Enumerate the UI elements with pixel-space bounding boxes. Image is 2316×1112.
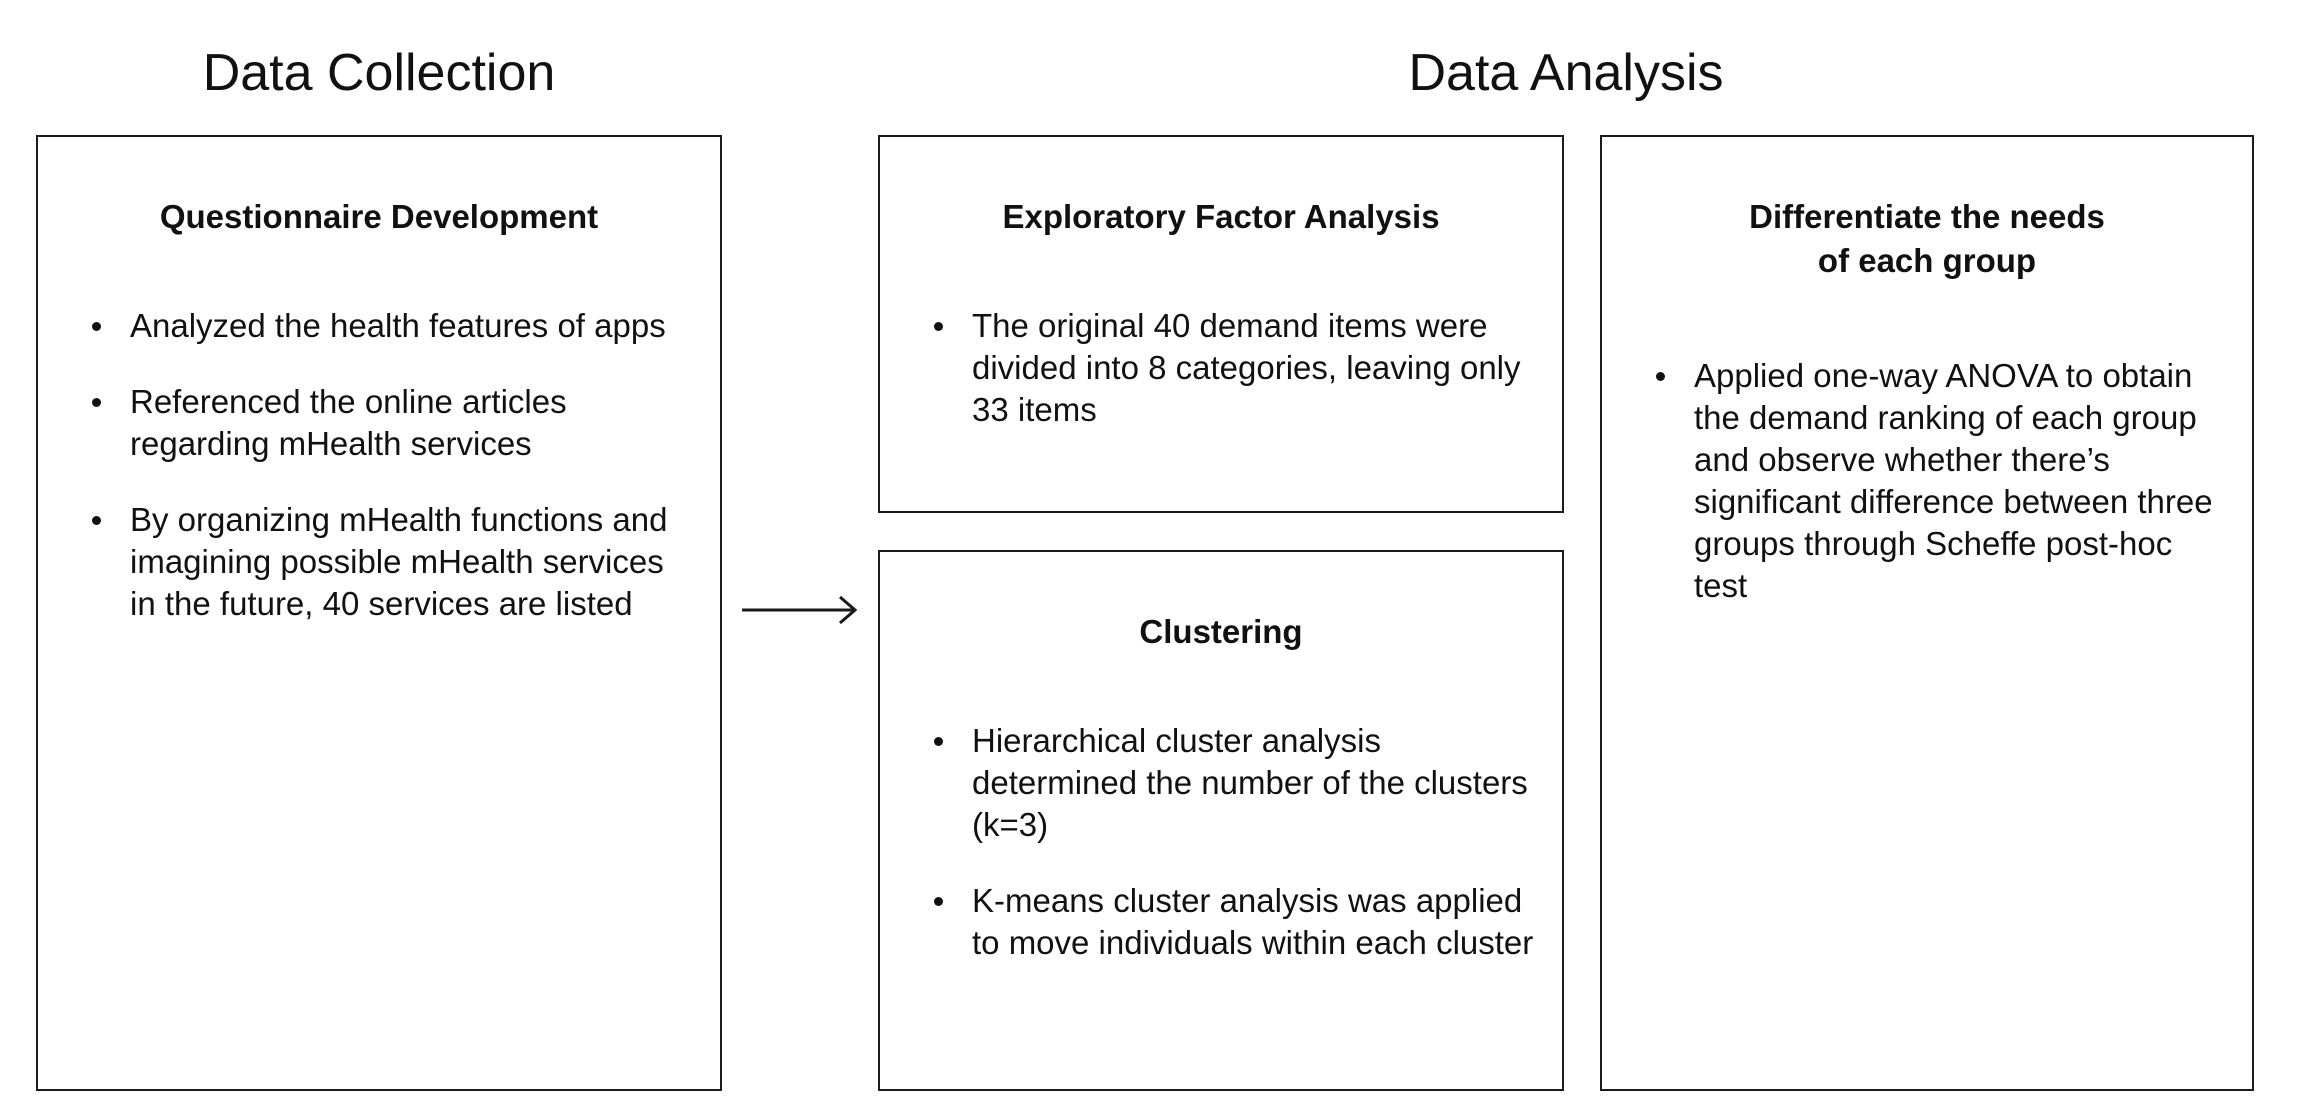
questionnaire-bullet: Analyzed the health features of apps [92,305,692,347]
efa-bullet: The original 40 demand items were divide… [934,305,1534,431]
data-analysis-heading: Data Analysis [1408,44,1724,102]
questionnaire-development-title: Questionnaire Development [159,198,599,235]
differentiate-bullet: Applied one-way ANOVA to obtain the dema… [1656,355,2226,607]
flow-arrow-icon [742,595,858,625]
clustering-box: Clustering Hierarchical cluster analysis… [878,550,1564,1091]
clustering-title: Clustering [1139,613,1303,650]
data-collection-heading: Data Collection [202,44,556,102]
questionnaire-bullet-list: Analyzed the health features of apps Ref… [92,305,692,659]
clustering-bullet: K-means cluster analysis was applied to … [934,880,1534,964]
efa-bullet-list: The original 40 demand items were divide… [934,305,1534,465]
exploratory-factor-analysis-box: Exploratory Factor Analysis The original… [878,135,1564,513]
differentiate-bullet-list: Applied one-way ANOVA to obtain the dema… [1656,355,2226,641]
exploratory-factor-analysis-title: Exploratory Factor Analysis [1002,198,1440,235]
questionnaire-development-box: Questionnaire Development Analyzed the h… [36,135,722,1091]
differentiate-title-line-1: Differentiate the needs [1749,198,2105,235]
clustering-bullet: Hierarchical cluster analysis determined… [934,720,1534,846]
questionnaire-bullet: Referenced the online articles regarding… [92,381,692,465]
clustering-bullet-list: Hierarchical cluster analysis determined… [934,720,1534,998]
differentiate-needs-box: Differentiate the needs of each group Ap… [1600,135,2254,1091]
differentiate-needs-title: Differentiate the needs of each group [1602,195,2252,283]
questionnaire-bullet: By organizing mHealth functions and imag… [92,499,692,625]
differentiate-title-line-2: of each group [1817,242,2037,279]
